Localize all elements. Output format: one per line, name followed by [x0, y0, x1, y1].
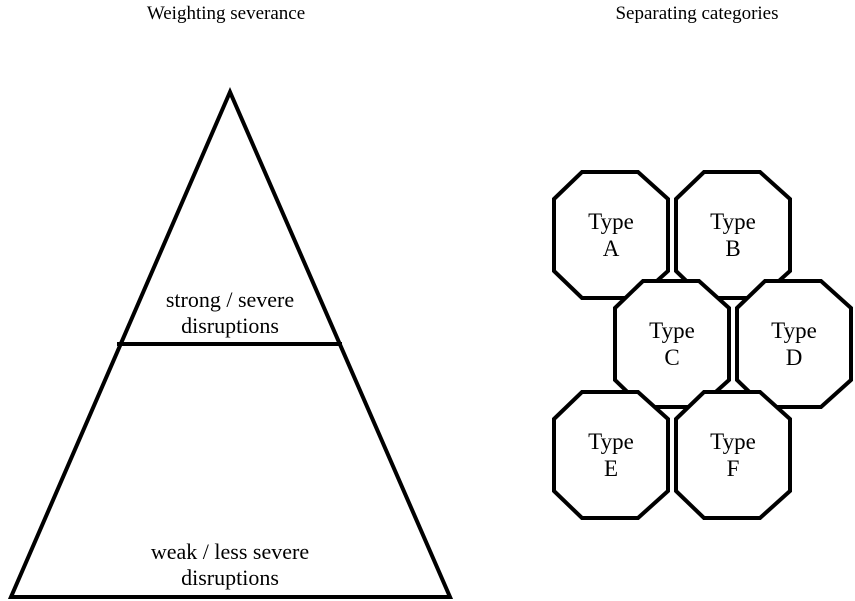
hexagon-type-e: Type E [552, 390, 670, 520]
hexagon-label-line1: Type [710, 209, 756, 234]
hexagon-label-line1: Type [710, 429, 756, 454]
hexagon-label-line1: Type [588, 429, 634, 454]
hexagon-type-c: Type C [613, 279, 731, 409]
hexagon-type-d: Type D [735, 279, 853, 409]
severance-pyramid: Weighting severance strong / severe disr… [7, 3, 454, 599]
hexagon-shape [674, 390, 792, 520]
hexagon-label-line2: D [786, 345, 803, 370]
right-panel-title: Separating categories [615, 3, 778, 24]
hexagon-label-line1: Type [771, 318, 817, 343]
hexagon-shape [735, 279, 853, 409]
hexagon-label-line2: B [725, 236, 740, 261]
left-panel-title: Weighting severance [147, 3, 305, 24]
bottom-section-label-line1: weak / less severe [151, 539, 309, 564]
hexagon-shape [552, 390, 670, 520]
hexagon-label-line2: F [727, 456, 740, 481]
hexagon-label-line2: A [603, 236, 620, 261]
category-hexagons: Separating categories Type A Type B Type… [552, 3, 853, 520]
hexagon-label-line1: Type [649, 318, 695, 343]
hexagon-type-f: Type F [674, 390, 792, 520]
top-section-label-line1: strong / severe [166, 287, 294, 312]
hexagon-label-line2: E [604, 456, 618, 481]
hexagon-type-a: Type A [552, 170, 670, 300]
hexagon-shape [552, 170, 670, 300]
hexagon-shape [613, 279, 731, 409]
hexagon-label-line2: C [664, 345, 679, 370]
bottom-section-label-line2: disruptions [181, 565, 279, 590]
hexagon-label-line1: Type [588, 209, 634, 234]
top-section-label-line2: disruptions [181, 313, 279, 338]
